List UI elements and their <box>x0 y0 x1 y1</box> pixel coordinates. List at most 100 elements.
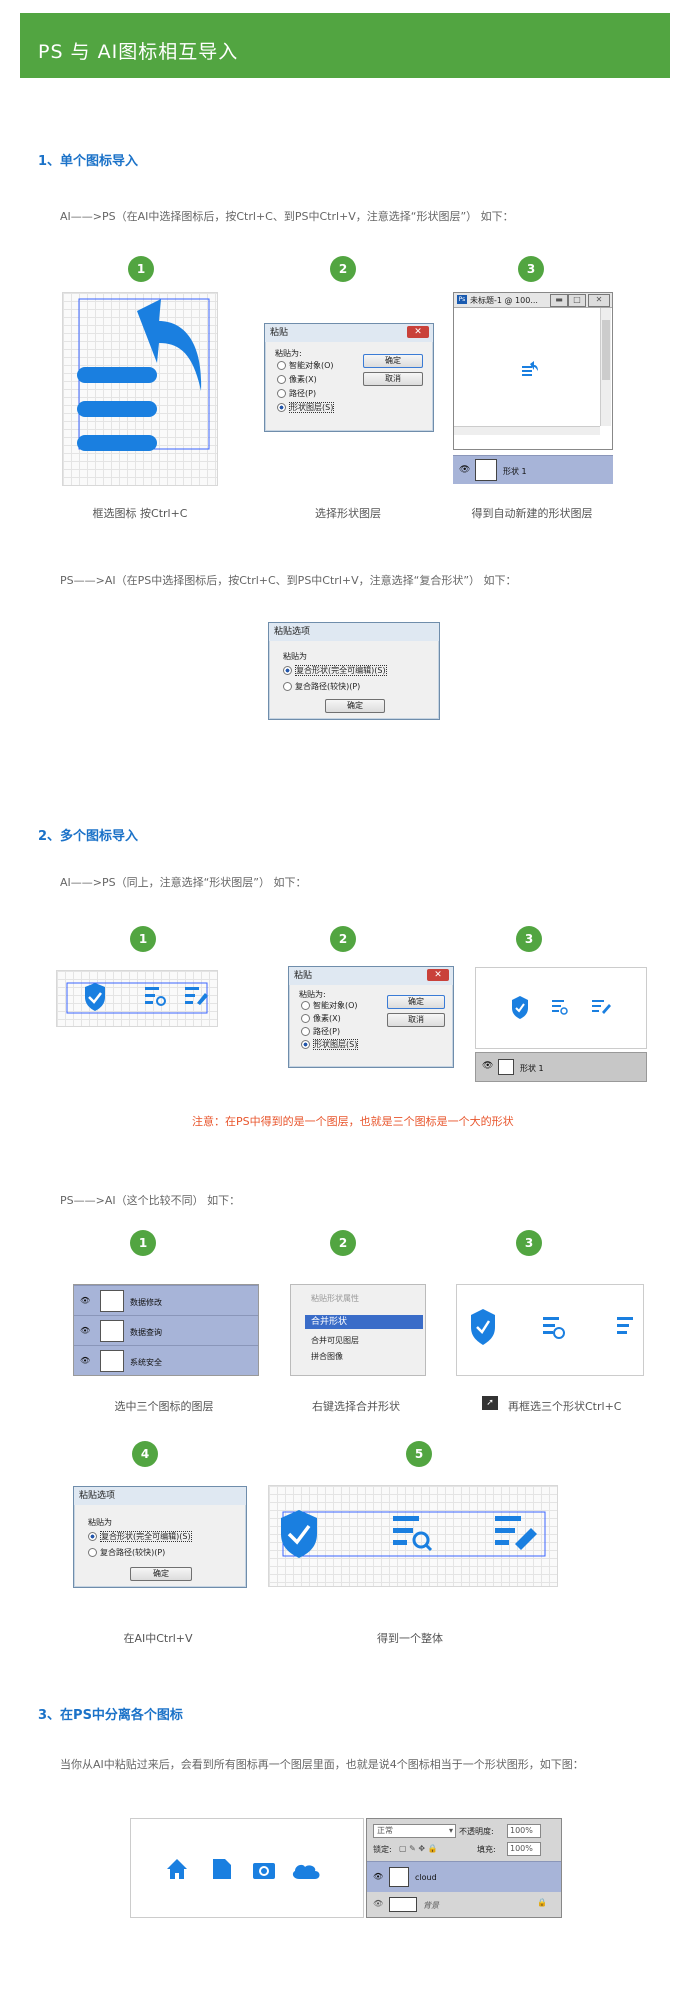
horizontal-scrollbar[interactable] <box>454 426 600 435</box>
layer-row[interactable]: 👁 数据查询 <box>74 1315 258 1345</box>
menu-item-merge-shapes[interactable]: 合并形状 <box>305 1315 423 1329</box>
maximize-button[interactable]: □ <box>568 294 586 307</box>
ps-merged-canvas <box>456 1284 644 1376</box>
layer-row-cloud[interactable]: 👁 cloud <box>367 1861 561 1892</box>
layer-name: 背景 <box>423 1901 439 1910</box>
ok-button[interactable]: 确定 <box>363 354 423 368</box>
paste-as-label: 粘贴为: <box>299 990 326 999</box>
ps-paste-dialog: 粘贴 ✕ 粘贴为: 智能对象(O) 像素(X) 路径(P) 形状图层(S) 确定… <box>288 966 454 1068</box>
chevron-down-icon: ▾ <box>448 1826 453 1835</box>
layer-row[interactable]: 👁 数据修改 <box>74 1285 258 1315</box>
three-icons <box>471 1309 633 1345</box>
radio-compound-shape[interactable]: 复合形状(完全可编辑)(S) <box>88 1531 192 1542</box>
layer-name: 系统安全 <box>130 1358 162 1367</box>
radio-path[interactable]: 路径(P) <box>301 1026 340 1037</box>
caption-step-1: 选中三个图标的图层 <box>114 1400 214 1413</box>
three-icons <box>512 996 611 1019</box>
vertical-scrollbar[interactable] <box>600 308 611 426</box>
opacity-label: 不透明度: <box>459 1827 494 1836</box>
dialog-title: 粘贴 <box>265 324 433 342</box>
ai-paste-options-dialog: 粘贴选项 粘贴为 复合形状(完全可编辑)(S) 复合路径(较快)(P) 确定 <box>268 622 440 720</box>
section-1-desc: AI——>PS（在AI中选择图标后，按Ctrl+C、到PS中Ctrl+V，注意选… <box>60 210 514 223</box>
layer-name: cloud <box>415 1873 437 1882</box>
dialog-close-button[interactable]: ✕ <box>427 969 449 981</box>
section-1-desc-2: PS——>AI（在PS中选择图标后，按Ctrl+C、到PS中Ctrl+V，注意选… <box>60 574 517 587</box>
step-badge-3: 3 <box>516 926 542 952</box>
caption-3: 得到自动新建的形状图层 <box>471 507 593 520</box>
layer-row-shape[interactable]: 👁 形状 1 <box>453 455 613 484</box>
ps-result-canvas <box>475 967 647 1049</box>
menu-item-merge-visible[interactable]: 合并可见图层 <box>311 1336 359 1345</box>
visibility-eye-icon[interactable]: 👁 <box>80 1326 91 1335</box>
ok-button[interactable]: 确定 <box>130 1567 192 1581</box>
cancel-button[interactable]: 取消 <box>363 372 423 386</box>
layer-thumbnail <box>100 1290 124 1312</box>
layer-thumbnail <box>389 1897 417 1912</box>
layer-thumbnail <box>475 459 497 481</box>
fill-label: 填充: <box>477 1845 496 1854</box>
list-arrow-icon <box>77 298 210 451</box>
radio-smart-object[interactable]: 智能对象(O) <box>277 360 334 371</box>
visibility-eye-icon[interactable]: 👁 <box>80 1296 91 1305</box>
ps-canvas-four-icons <box>130 1818 364 1918</box>
layer-row-shape[interactable]: 👁 形状 1 <box>475 1052 647 1082</box>
layer-name: 数据修改 <box>130 1298 162 1307</box>
radio-path[interactable]: 路径(P) <box>277 388 316 399</box>
ps-paste-dialog: 粘贴 ✕ 粘贴为: 智能对象(O) 像素(X) 路径(P) 形状图层(S) 确定… <box>264 323 434 432</box>
fill-input[interactable]: 100% <box>507 1842 541 1856</box>
step-badge-1: 1 <box>130 926 156 952</box>
home-icon <box>167 1859 187 1879</box>
radio-compound-path[interactable]: 复合路径(较快)(P) <box>283 681 360 692</box>
radio-shape-layer[interactable]: 形状图层(S) <box>277 402 335 413</box>
minimize-button[interactable]: ▬ <box>550 294 568 307</box>
step-badge-2: 2 <box>330 1230 356 1256</box>
visibility-eye-icon[interactable]: 👁 <box>459 465 471 475</box>
cancel-button[interactable]: 取消 <box>387 1013 445 1027</box>
menu-item-flatten[interactable]: 拼合图像 <box>311 1352 343 1361</box>
visibility-eye-icon[interactable]: 👁 <box>373 1899 384 1908</box>
ai-result-artboard <box>268 1485 558 1587</box>
radio-pixels[interactable]: 像素(X) <box>277 374 317 385</box>
list-arrow-icon <box>522 361 538 376</box>
ps-logo-icon: Ps <box>457 295 467 304</box>
visibility-eye-icon[interactable]: 👁 <box>373 1872 384 1881</box>
layer-thumbnail <box>100 1350 124 1372</box>
layer-row[interactable]: 👁 系统安全 <box>74 1345 258 1375</box>
layer-name: 形状 1 <box>520 1064 544 1073</box>
layer-thumbnail <box>100 1320 124 1342</box>
four-icons <box>167 1859 320 1879</box>
window-titlebar: Ps 未标题-1 @ 100... ▬ □ ✕ <box>454 293 612 308</box>
dialog-close-button[interactable]: ✕ <box>407 326 429 338</box>
layer-row-background[interactable]: 👁 背景 🔒 <box>367 1893 561 1915</box>
radio-compound-path[interactable]: 复合路径(较快)(P) <box>88 1547 165 1558</box>
blend-mode-value: 正常 <box>377 1826 393 1835</box>
radio-pixels[interactable]: 像素(X) <box>301 1013 341 1024</box>
step-badge-1: 1 <box>130 1230 156 1256</box>
radio-compound-shape[interactable]: 复合形状(完全可编辑)(S) <box>283 665 387 676</box>
section-1-title: 1、单个图标导入 <box>38 154 139 169</box>
caption-step-5: 得到一个整体 <box>377 1632 443 1645</box>
radio-smart-object[interactable]: 智能对象(O) <box>301 1000 358 1011</box>
ok-button[interactable]: 确定 <box>387 995 445 1009</box>
step-badge-1: 1 <box>128 256 154 282</box>
page-header <box>20 13 670 78</box>
dialog-title: 粘贴选项 <box>269 623 439 641</box>
document-tab[interactable]: 未标题-1 @ 100... <box>470 296 538 305</box>
step-badge-3: 3 <box>516 1230 542 1256</box>
file-icon <box>213 1859 231 1879</box>
ai-artboard-single <box>62 292 218 486</box>
ok-button[interactable]: 确定 <box>325 699 385 713</box>
caption-step-3: 再框选三个形状Ctrl+C <box>508 1400 622 1413</box>
step-badge-3: 3 <box>518 256 544 282</box>
close-button[interactable]: ✕ <box>588 294 610 307</box>
visibility-eye-icon[interactable]: 👁 <box>482 1061 494 1071</box>
lock-icons[interactable]: ▢ ✎ ✥ 🔒 <box>399 1844 438 1853</box>
opacity-input[interactable]: 100% <box>507 1824 541 1838</box>
cursor-arrow-icon: ➚ <box>482 1396 498 1410</box>
blend-mode-select[interactable]: 正常 ▾ <box>373 1824 456 1838</box>
visibility-eye-icon[interactable]: 👁 <box>80 1356 91 1365</box>
step-badge-2: 2 <box>330 256 356 282</box>
radio-shape-layer[interactable]: 形状图层(S) <box>301 1039 359 1050</box>
layer-name: 数据查询 <box>130 1328 162 1337</box>
three-icons <box>66 982 208 1014</box>
